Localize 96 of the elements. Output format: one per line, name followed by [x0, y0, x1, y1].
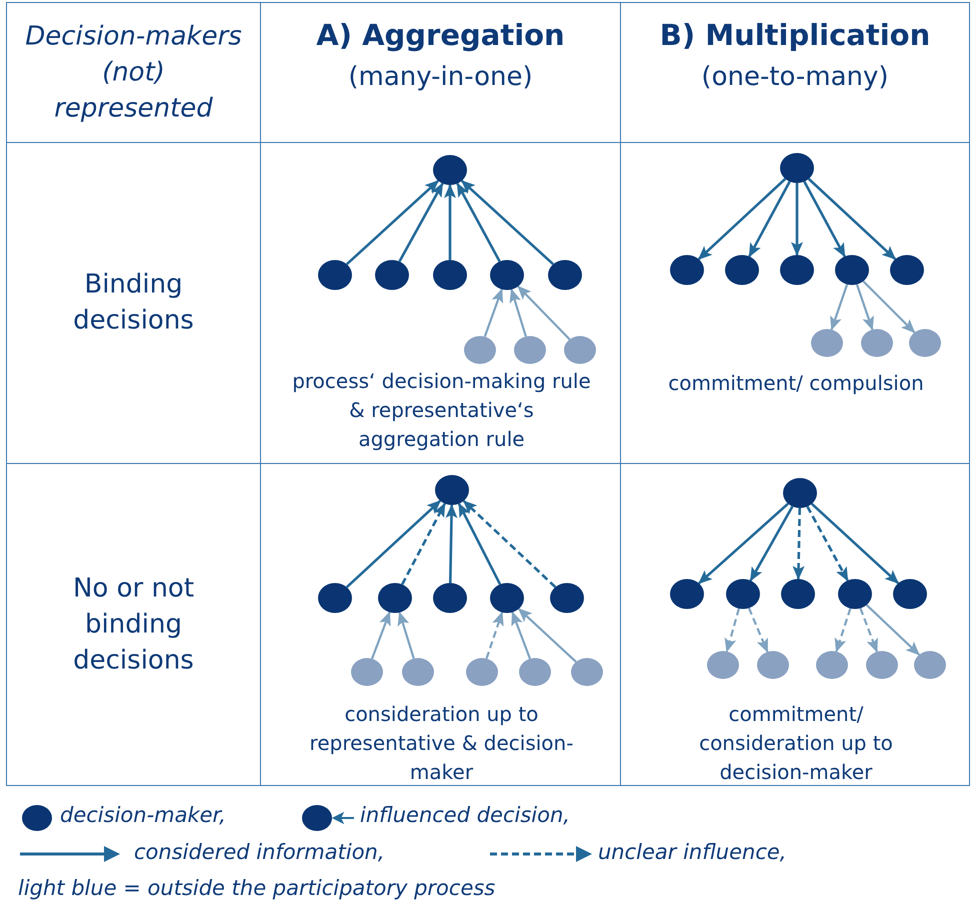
arrow	[486, 611, 504, 659]
arrow	[462, 500, 556, 588]
arrow	[346, 180, 440, 266]
outside-participant-circle	[464, 336, 496, 364]
arrow	[749, 506, 794, 582]
decision-maker-circle	[435, 475, 469, 505]
column-subheader: (many-in-one)	[347, 61, 534, 94]
decision-maker-circle	[780, 255, 814, 285]
arrow	[458, 502, 502, 585]
decision-maker-circle	[670, 579, 704, 609]
arrow	[517, 286, 570, 340]
decision-maker-circle	[318, 583, 352, 613]
decision-maker-circle	[490, 260, 524, 290]
arrow	[856, 284, 874, 331]
table-cell	[620, 2, 970, 143]
arrow	[398, 182, 444, 262]
column-header: Decision-makers (not) represented	[24, 20, 243, 126]
arrow	[518, 608, 577, 663]
panel-caption: consideration up to representative & decision-maker	[308, 701, 574, 786]
decision-maker-circle	[433, 155, 467, 185]
arrow	[484, 288, 504, 338]
arrow	[791, 183, 803, 256]
outside-participant-circle	[909, 329, 941, 357]
arrow	[371, 611, 391, 660]
decision-maker-circle	[433, 260, 467, 290]
arrow	[862, 280, 916, 334]
decision-maker-circle	[835, 255, 869, 285]
table-cell	[6, 2, 261, 143]
decision-maker-circle	[550, 583, 584, 613]
arrow	[748, 180, 791, 258]
outside-participant-circle	[866, 651, 898, 679]
decision-maker-circle	[490, 583, 524, 613]
arrow	[401, 502, 446, 585]
decision-maker-circle	[548, 260, 582, 290]
decision-maker-circle	[890, 255, 924, 285]
decision-maker-circle	[433, 583, 467, 613]
decision-maker-circle	[375, 260, 409, 290]
row-header: Binding decisions	[72, 268, 195, 338]
column-subheader: (one-to-many)	[700, 61, 890, 94]
row-header: No or not binding decisions	[72, 572, 196, 678]
arrow	[698, 178, 786, 260]
arrow	[830, 284, 848, 331]
arrow	[510, 288, 527, 337]
arrow	[806, 506, 849, 582]
panel-caption: process‘ decision-making rule & representative‘s aggregation rule	[292, 368, 592, 453]
arrow	[698, 502, 789, 584]
legend-text: considered information,	[134, 840, 385, 864]
outside-participant-circle	[466, 658, 498, 686]
table-cell	[620, 463, 970, 786]
outside-participant-circle	[351, 658, 383, 686]
arrow	[810, 502, 900, 584]
arrow	[808, 178, 896, 260]
arrow	[866, 604, 920, 656]
decision-maker-circle	[893, 579, 927, 609]
outside-participant-circle	[514, 336, 546, 364]
outside-participant-circle	[402, 658, 434, 686]
outside-participant-circle	[816, 651, 848, 679]
decision-maker-circle	[726, 579, 760, 609]
outside-participant-circle	[571, 658, 603, 686]
panel-caption: commitment/ compulsion	[667, 370, 925, 397]
arrow	[460, 180, 554, 266]
outside-participant-circle	[707, 651, 739, 679]
outside-participant-circle	[914, 651, 946, 679]
arrow	[444, 184, 456, 260]
decision-maker-circle	[783, 478, 817, 508]
legend-note: light blue = outside the participatory process	[18, 876, 496, 900]
decision-maker-circle	[838, 579, 872, 609]
arrow	[834, 608, 852, 652]
outside-participant-circle	[811, 329, 843, 357]
arrow	[511, 611, 531, 660]
arrow	[803, 180, 846, 258]
legend-text: influenced decision,	[360, 803, 570, 827]
panel-caption: commitment/ consideration up to decision-maker	[698, 701, 894, 786]
outside-participant-circle	[519, 658, 551, 686]
arrow	[748, 608, 768, 653]
arrow	[398, 612, 415, 659]
outside-participant-circle	[861, 329, 893, 357]
table-cell	[6, 463, 261, 786]
decision-maker-circle	[780, 153, 814, 183]
outside-participant-circle	[564, 336, 596, 364]
decision-maker-circle	[670, 255, 704, 285]
decision-maker-circle	[378, 583, 412, 613]
column-header: B) Multiplication	[658, 17, 932, 54]
arrow	[346, 500, 442, 588]
decision-maker-circle	[318, 260, 352, 290]
arrow	[456, 182, 501, 262]
arrow	[724, 608, 740, 652]
outside-participant-circle	[757, 651, 789, 679]
arrow	[445, 504, 458, 584]
decision-maker-circle	[725, 255, 759, 285]
arrow	[859, 608, 878, 653]
decision-maker-circle	[781, 579, 815, 609]
arrow	[792, 508, 805, 580]
legend-text: unclear influence,	[598, 840, 786, 864]
column-header: A) Aggregation	[315, 17, 566, 54]
legend-text: decision-maker,	[60, 803, 226, 827]
